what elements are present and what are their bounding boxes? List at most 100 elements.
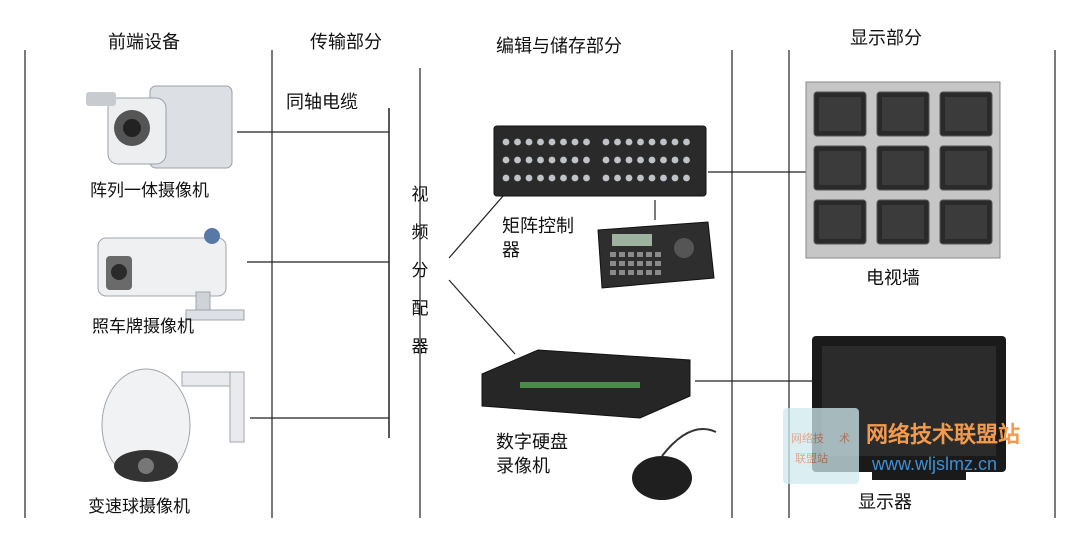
tv-wall-icon [805,81,1001,259]
label-video-distributor: 视 频 分 配 器 [410,180,430,362]
matrix-connector [637,156,644,164]
keyboard-key [646,261,652,266]
watermark-badge-text-3: 联盟站 [795,452,828,465]
matrix-connector [583,156,590,164]
vd-char-4: 配 [411,299,429,319]
label-dvr-line2: 录像机 [496,456,550,477]
matrix-connector [548,156,556,164]
keyboard-key [637,261,643,266]
matrix-connector [537,156,544,164]
label-dvr-line1: 数字硬盘 [496,432,568,453]
keyboard-key [637,252,643,257]
plate-camera-icon [97,228,245,321]
matrix-connector [614,138,621,146]
matrix-connector [625,156,633,164]
mouse-icon [632,428,717,500]
keyboard-key [655,252,661,257]
tv-screen-inner [819,205,861,239]
tv-screen-inner [819,97,861,131]
keyboard-key [637,270,643,275]
vd-char-5: 器 [411,337,429,357]
speed-dome-icon [101,368,245,482]
matrix-connector [537,138,544,146]
matrix-connector [683,156,690,164]
vd-char-2: 频 [411,223,429,243]
matrix-connector [548,138,556,146]
tv-screen-inner [819,151,861,185]
matrix-connector [548,174,556,182]
keyboard-key [628,261,634,266]
keyboard-key [619,270,625,275]
matrix-connector [571,156,579,164]
matrix-controller-icon [493,125,707,197]
tv-screen-inner [945,205,987,239]
matrix-connector [525,156,533,164]
matrix-connector [560,138,567,146]
dvr-icon [481,349,691,419]
matrix-connector [648,156,656,164]
matrix-connector [583,138,590,146]
tv-screen-inner [882,151,924,185]
matrix-connector [602,156,610,164]
keyboard-key [655,261,661,266]
matrix-connector [637,138,644,146]
matrix-connector [525,174,533,182]
matrix-connector [614,174,621,182]
matrix-connector [502,174,510,182]
matrix-connector [614,156,621,164]
array-camera-icon [86,85,233,169]
matrix-connector [571,138,579,146]
header-transmission: 传输部分 [310,32,382,53]
keyboard-key [628,270,634,275]
matrix-connector [683,174,690,182]
header-front-devices: 前端设备 [108,32,180,53]
tv-screen-inner [945,151,987,185]
matrix-connector [660,174,667,182]
matrix-connector [571,174,579,182]
matrix-connector [514,174,521,182]
matrix-connector [660,138,667,146]
matrix-connector [683,138,690,146]
matrix-connector [671,138,679,146]
matrix-connector [602,138,610,146]
matrix-connector [583,174,590,182]
label-coax-cable: 同轴电缆 [286,92,358,113]
keyboard-key [619,252,625,257]
tv-screen-inner [882,97,924,131]
watermark-badge: 网络技 术 联盟站 [783,408,859,484]
matrix-connector [637,174,644,182]
watermark-title: 网络技术联盟站 [866,423,1021,448]
watermark-url: www.wljslmz.cn [872,454,998,474]
watermark-badge-text-2: 术 [839,432,850,445]
matrix-connector [660,156,667,164]
tv-screen-inner [882,205,924,239]
matrix-connector [671,156,679,164]
matrix-connector [625,138,633,146]
matrix-connector [502,156,510,164]
keyboard-key [655,270,661,275]
matrix-connector [602,174,610,182]
vd-char-1: 视 [411,185,429,205]
matrix-connector [537,174,544,182]
link-dist-dvr [448,279,516,355]
matrix-connector [560,156,567,164]
matrix-connector [525,138,533,146]
header-display: 显示部分 [850,28,922,49]
keyboard-key [610,270,616,275]
label-array-camera: 阵列一体摄像机 [90,181,209,201]
watermark-badge-text-1: 网络技 [791,432,824,445]
label-matrix-line2: 器 [502,240,520,261]
label-matrix-line1: 矩阵控制 [502,216,574,237]
matrix-connector [514,138,521,146]
matrix-connector [648,138,656,146]
label-tv-wall: 电视墙 [866,268,920,289]
monitor-icon [812,336,1006,480]
control-keyboard-icon [597,221,715,289]
tv-screen-inner [945,97,987,131]
label-plate-camera: 照车牌摄像机 [92,317,194,337]
matrix-connector [648,174,656,182]
keyboard-key [628,252,634,257]
matrix-connector [625,174,633,182]
